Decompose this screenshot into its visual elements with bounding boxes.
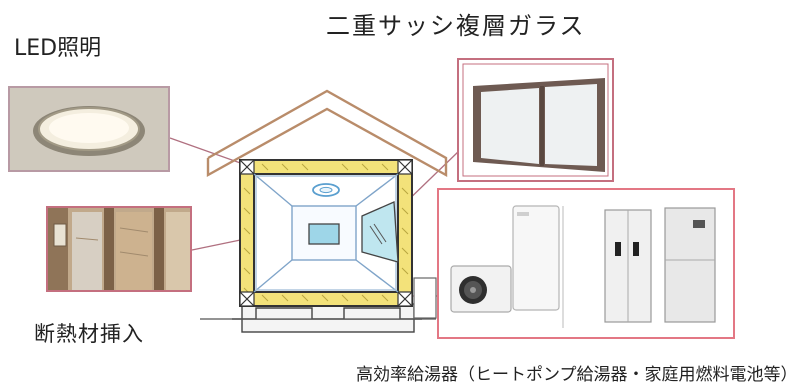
hot-water-storage-tank bbox=[512, 205, 560, 311]
room-window bbox=[308, 223, 340, 245]
outdoor-unit-stub bbox=[413, 277, 437, 319]
double-sash-window-photo bbox=[457, 58, 614, 182]
ceiling-light bbox=[312, 183, 340, 197]
room-interior bbox=[253, 173, 399, 293]
insulation-wall-icon bbox=[48, 208, 190, 290]
high-efficiency-water-heater-panel bbox=[437, 188, 735, 339]
led-ceiling-light-icon bbox=[10, 88, 168, 170]
insulation-installation-photo bbox=[46, 206, 192, 292]
side-window bbox=[361, 201, 399, 263]
double-sash-window-icon bbox=[459, 60, 612, 180]
water-heater-equipment-icon bbox=[439, 190, 733, 337]
fuel-cell-storage-unit bbox=[664, 207, 716, 323]
water-heater-label: 高効率給湯器（ヒートポンプ給湯器・家庭用燃料電池等） bbox=[356, 365, 798, 385]
heat-pump-outdoor-unit bbox=[450, 265, 512, 313]
led-lighting-label: LED照明 bbox=[14, 36, 102, 61]
fuel-cell-unit bbox=[604, 209, 652, 323]
roof bbox=[206, 89, 448, 178]
double-sash-glass-label: 二重サッシ複層ガラス bbox=[326, 12, 586, 40]
insulation-label: 断熱材挿入 bbox=[34, 322, 144, 346]
led-ceiling-light-photo bbox=[8, 86, 170, 172]
foundation bbox=[232, 303, 422, 333]
